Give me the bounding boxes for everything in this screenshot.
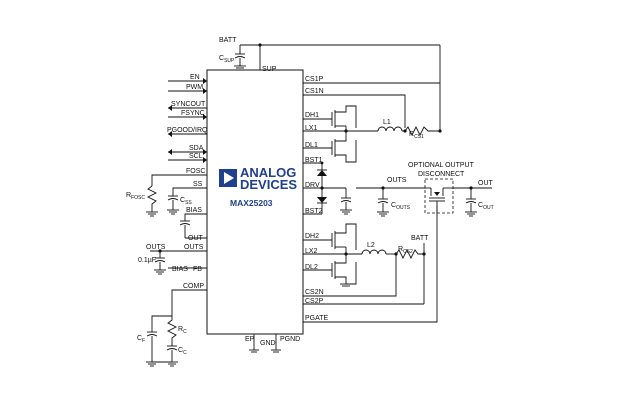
pin-pgood: PGOOD/IRQ <box>167 127 208 134</box>
brand-line1: ANALOG <box>240 165 296 180</box>
pin-ss: SS <box>193 181 203 188</box>
pin-out: OUT <box>188 235 204 242</box>
batt-mid-label: BATT <box>411 235 429 242</box>
csup-label: CSUP <box>219 55 235 64</box>
pin-pwm: PWM <box>186 84 203 91</box>
output-section: OUTS COUTS OPTIONAL OUTPUT DISCONNECT OU… <box>356 162 494 217</box>
outs-left-label: OUTS <box>146 244 166 251</box>
pin-fosc: FOSC <box>186 168 205 175</box>
pin-bias: BIAS <box>186 207 202 214</box>
ic-body <box>206 69 304 335</box>
pin-lx1: LX1 <box>305 125 318 132</box>
pin-bst2: BST2 <box>305 208 323 215</box>
pin-outs: OUTS <box>184 244 204 251</box>
right-pins: CS1P CS1N DH1 LX1 DL1 BST1 DRV BST2 DH2 … <box>249 76 329 353</box>
pin-cs2n: CS2N <box>305 289 324 296</box>
pin-lx2: LX2 <box>305 248 318 255</box>
pin-cs2p: CS2P <box>305 298 324 305</box>
pin-syncout: SYNCOUT <box>171 101 206 108</box>
analog-devices-logo: ANALOG DEVICES <box>219 165 297 192</box>
pin-scl: SCL <box>189 153 203 160</box>
left-components: RFOSC CSS OUTS 0.1µF BIAS RC CC CF <box>126 185 192 367</box>
part-number: MAX25203 <box>230 198 273 208</box>
pin-cs1p: CS1P <box>305 76 324 83</box>
pin-pgate: PGATE <box>305 315 329 322</box>
pin-fsync: FSYNC <box>181 110 205 117</box>
phase1-stage: L1 RCS1 <box>303 45 442 170</box>
pin-fb: FB <box>193 266 202 273</box>
couts-label: COUTS <box>391 202 411 211</box>
pin-dl1: DL1 <box>305 142 318 149</box>
pin-dl2: DL2 <box>305 264 318 271</box>
css-label: CSS <box>180 197 192 206</box>
batt-top-label: BATT <box>219 37 237 44</box>
rcs1-label: RCS1 <box>409 131 424 140</box>
cout-label: COUT <box>478 202 494 211</box>
out-net-label: OUT <box>478 180 494 187</box>
pin-dh1: DH1 <box>305 112 319 119</box>
pin-cs1n: CS1N <box>305 88 324 95</box>
disconnect-label-1: OPTIONAL OUTPUT <box>408 162 475 169</box>
pin-pgnd: PGND <box>280 336 300 343</box>
l1-label: L1 <box>383 119 391 126</box>
cf-label: CF <box>137 335 145 344</box>
rfosc-label: RFOSC <box>126 192 145 201</box>
phase2-stage: L2 RCS2 BATT <box>303 205 438 323</box>
rc-label: RC <box>178 326 187 335</box>
pin-sup: SUP <box>262 66 277 73</box>
disconnect-label-2: DISCONNECT <box>418 171 465 178</box>
l2-label: L2 <box>367 242 375 249</box>
pin-bst1: BST1 <box>305 157 323 164</box>
pin-dh2: DH2 <box>305 233 319 240</box>
pin-en: EN <box>190 74 200 81</box>
pin-drv: DRV <box>305 182 320 189</box>
brand-line2: DEVICES <box>240 177 297 192</box>
bias-left-label: BIAS <box>172 266 188 273</box>
cc-label: CC <box>178 347 187 356</box>
pin-comp: COMP <box>183 283 204 290</box>
left-pins: EN PWM SYNCOUT FSYNC PGOOD/IRQ SDA SCL F… <box>150 74 276 350</box>
supply-section: BATT CSUP SUP <box>219 37 440 73</box>
disconnect-box <box>424 178 454 214</box>
drv-section <box>303 169 352 215</box>
pin-ep: EP <box>245 336 255 343</box>
pin-gnd: GND <box>260 340 276 347</box>
outs-net-label: OUTS <box>387 177 407 184</box>
pin-sda: SDA <box>189 145 204 152</box>
rcs2-label: RCS2 <box>398 246 413 255</box>
cap-value-label: 0.1µF <box>138 257 156 264</box>
